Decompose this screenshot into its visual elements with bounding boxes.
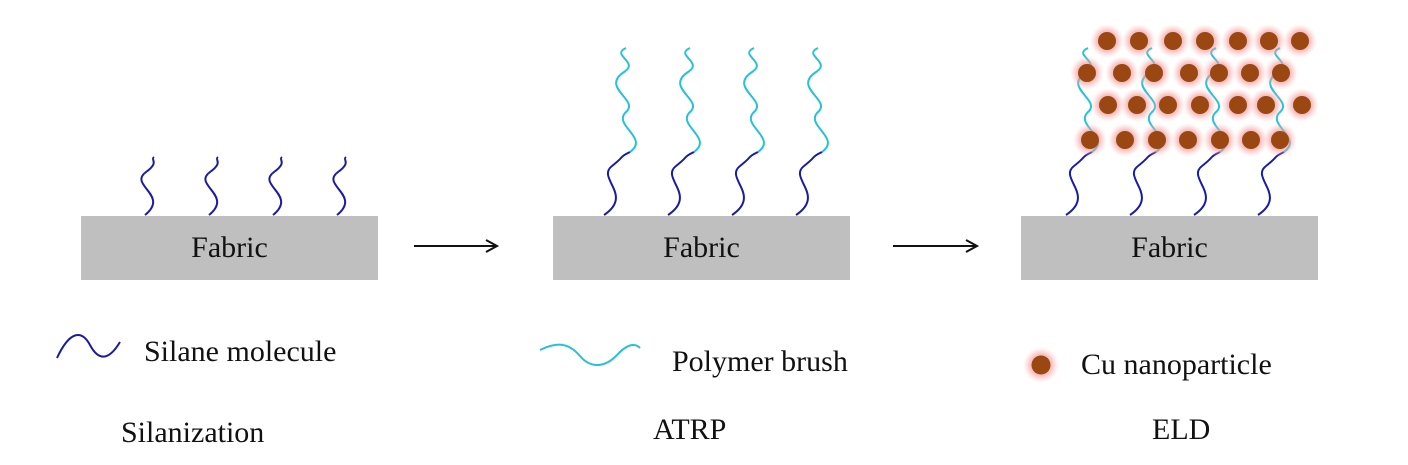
cu-particle bbox=[1156, 24, 1190, 58]
cu-particle bbox=[1105, 56, 1139, 90]
arrow-step-1 bbox=[414, 239, 500, 253]
silane-legend-icon bbox=[56, 334, 121, 359]
cu-particle bbox=[1285, 88, 1319, 122]
cu-particle bbox=[1137, 56, 1171, 90]
silane-legend-label: Silane molecule bbox=[144, 335, 337, 368]
step-label-eld: ELD bbox=[1152, 413, 1211, 446]
cu-particle bbox=[1252, 24, 1286, 58]
cu-particle bbox=[1264, 56, 1298, 90]
cu-particle bbox=[1151, 88, 1185, 122]
step-label-atrp: ATRP bbox=[653, 413, 727, 446]
cu-particle bbox=[1263, 123, 1297, 157]
cu-particle bbox=[1091, 88, 1125, 122]
fabric-label-2: Fabric bbox=[663, 231, 740, 264]
cu-particle bbox=[1108, 123, 1142, 157]
silane-molecules bbox=[140, 156, 347, 216]
cu-particle bbox=[1073, 123, 1107, 157]
cu-nanoparticles bbox=[1070, 24, 1319, 157]
cu-particle bbox=[1188, 24, 1222, 58]
fabric-substrate-3: Fabric bbox=[1021, 216, 1318, 280]
cu-particle bbox=[1249, 88, 1283, 122]
cu-legend-label: Cu nanoparticle bbox=[1081, 348, 1272, 381]
cu-particle bbox=[1233, 56, 1267, 90]
fabric-substrate-2: Fabric bbox=[553, 216, 850, 280]
polymer-brushes bbox=[603, 47, 829, 216]
polymer-legend-label: Polymer brush bbox=[672, 345, 848, 378]
cu-particle bbox=[1070, 56, 1104, 90]
fabric-substrate-1: Fabric bbox=[81, 216, 378, 280]
step-label-silanization: Silanization bbox=[121, 416, 265, 449]
cu-particle bbox=[1221, 88, 1255, 122]
cu-particle bbox=[1122, 24, 1156, 58]
cu-particle bbox=[1202, 56, 1236, 90]
cu-particle bbox=[1090, 24, 1124, 58]
cu-legend-icon bbox=[1023, 347, 1059, 383]
cu-particle bbox=[1234, 123, 1268, 157]
arrow-step-2 bbox=[893, 239, 980, 253]
cu-particle bbox=[1172, 56, 1206, 90]
cu-particle bbox=[1283, 24, 1317, 58]
cu-particle bbox=[1203, 123, 1237, 157]
cu-particle bbox=[1140, 123, 1174, 157]
fabric-label-1: Fabric bbox=[191, 231, 268, 264]
cu-particle bbox=[1183, 88, 1217, 122]
cu-particle bbox=[1120, 88, 1154, 122]
cu-particle bbox=[1171, 123, 1205, 157]
polymer-legend-icon bbox=[539, 343, 641, 366]
fabric-label-3: Fabric bbox=[1131, 231, 1208, 264]
cu-particle bbox=[1221, 24, 1255, 58]
